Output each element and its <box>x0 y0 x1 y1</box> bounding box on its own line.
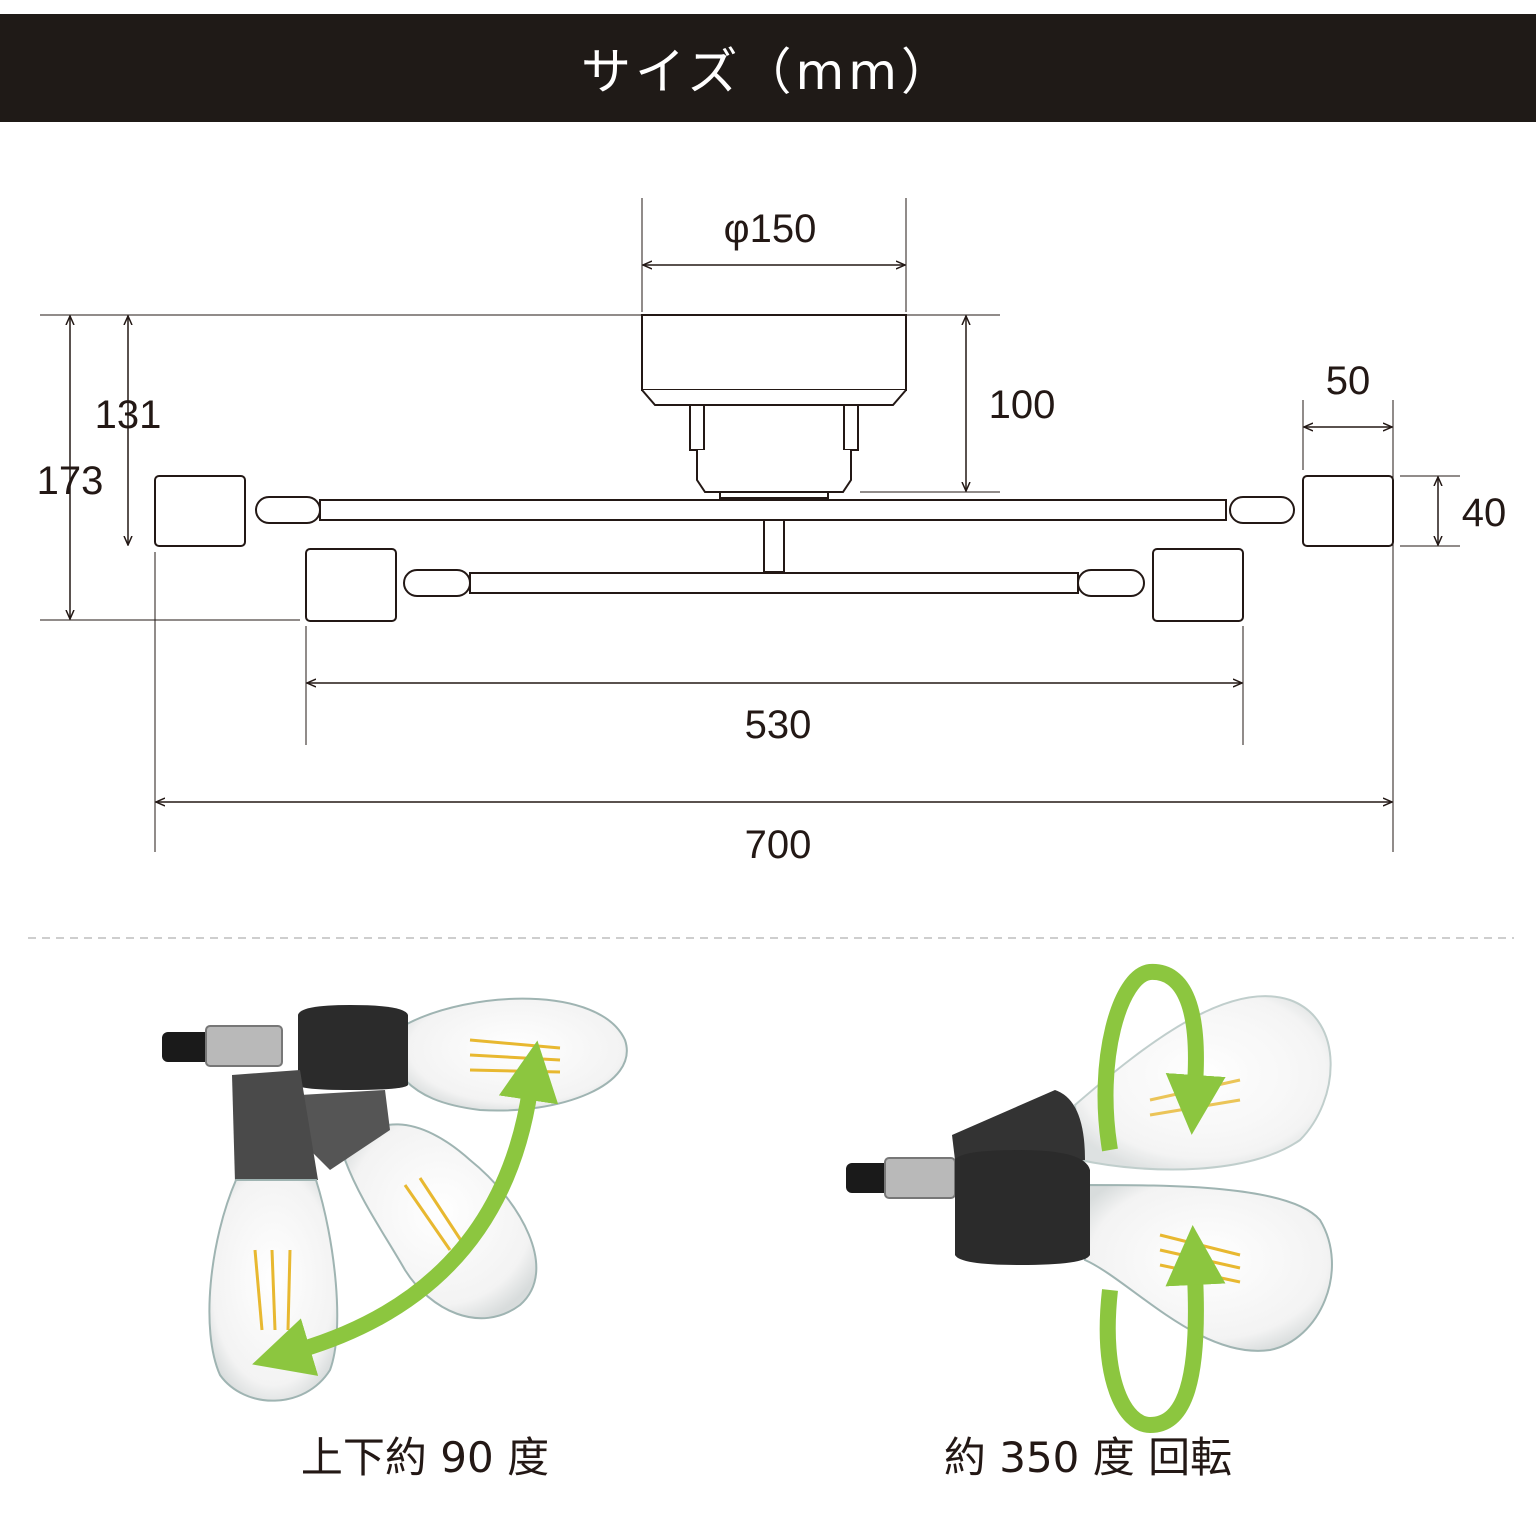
center-stem <box>763 519 785 573</box>
caption-rotate: 約 350 度 回転 <box>944 1433 1232 1482</box>
label-173: 173 <box>37 459 104 503</box>
cord-ferrule <box>205 1025 283 1067</box>
canopy-leg-right <box>843 404 859 451</box>
upper-arm-joint-left <box>255 496 321 524</box>
bulb-upper <box>404 997 628 1112</box>
upper-arm-rod <box>319 499 1227 521</box>
upper-socket-right <box>1302 475 1394 547</box>
label-canopy-height: 100 <box>989 383 1056 427</box>
upper-socket-left <box>154 475 246 547</box>
socket-upper <box>298 1005 408 1090</box>
header-bar: サイズ（mm） <box>0 14 1536 122</box>
extension-lines <box>40 198 1460 852</box>
lower-socket-right <box>1152 548 1244 622</box>
dimension-lines <box>70 265 1438 802</box>
label-131: 131 <box>95 393 162 437</box>
label-50: 50 <box>1326 359 1371 403</box>
lower-arm-joint-right <box>1077 569 1145 597</box>
bulb-lower <box>1084 1183 1333 1352</box>
rotate-arrow-top-icon <box>1097 963 1226 1152</box>
lower-arm-rod <box>469 572 1079 594</box>
lower-socket-left <box>305 548 397 622</box>
socket-lower <box>955 1150 1090 1265</box>
cord-ferrule-right <box>884 1157 956 1199</box>
label-530: 530 <box>745 703 812 747</box>
label-700: 700 <box>745 823 812 867</box>
canopy-neck <box>696 450 852 493</box>
upper-arm-joint-right <box>1229 496 1295 524</box>
label-40: 40 <box>1462 491 1507 535</box>
rotate-illustration <box>846 963 1333 1434</box>
rotate-arrow-bottom-icon <box>1099 1225 1226 1434</box>
caption-tilt: 上下約 90 度 <box>301 1433 549 1482</box>
header-title: サイズ（mm） <box>581 43 955 101</box>
cord-right <box>846 1163 892 1193</box>
cord <box>162 1032 212 1062</box>
canopy-bevel <box>641 389 907 406</box>
tilt-illustration <box>162 997 628 1402</box>
fixture-drawing <box>154 314 1394 622</box>
lower-arm-joint-left <box>403 569 471 597</box>
canopy-leg-left <box>689 404 705 451</box>
canopy-plate <box>719 491 829 499</box>
tilt-arrow-icon <box>252 1040 559 1376</box>
socket-rotated-upper <box>952 1090 1085 1170</box>
canopy <box>641 314 907 391</box>
label-diameter: φ150 <box>724 207 817 251</box>
